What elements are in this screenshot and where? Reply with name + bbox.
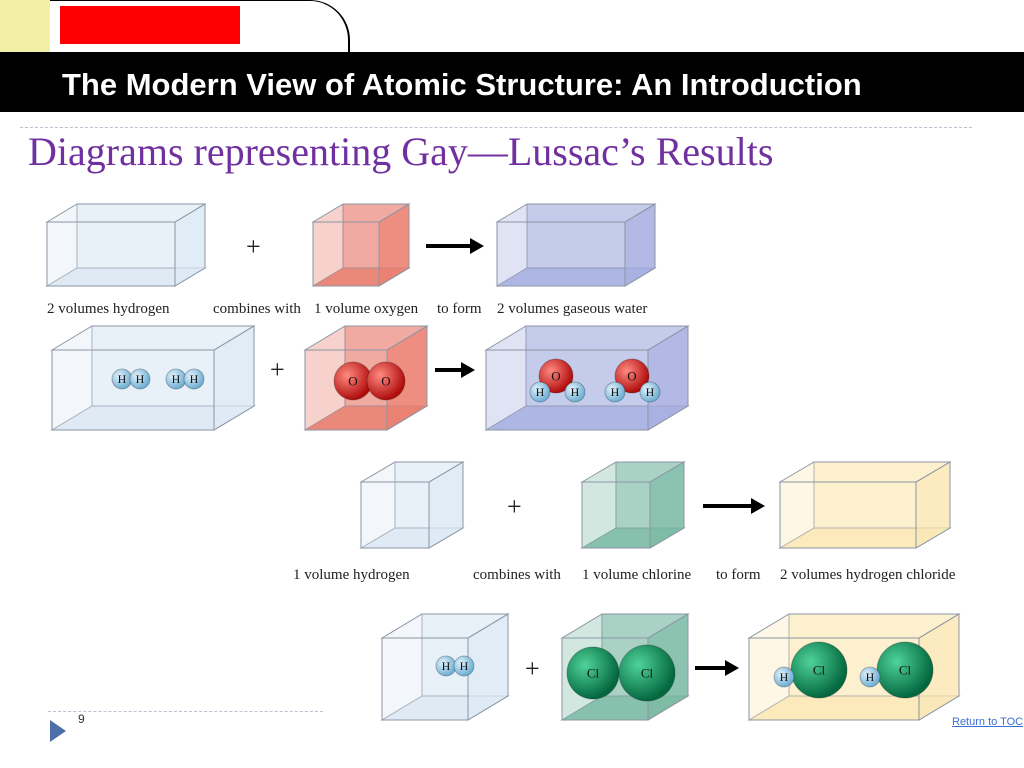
oxygen-atom: O bbox=[333, 361, 373, 401]
hydrogen-atom: H bbox=[129, 368, 151, 390]
water-box-large bbox=[484, 325, 690, 431]
label-2-volumes-hydrogen-chloride: 2 volumes hydrogen chloride bbox=[780, 567, 956, 583]
svg-text:H: H bbox=[571, 385, 580, 399]
label-1-volume-chlorine: 1 volume chlorine bbox=[582, 567, 692, 583]
label-to-form: to form bbox=[716, 567, 761, 583]
svg-text:Cl: Cl bbox=[641, 666, 654, 681]
chlorine-atom: Cl bbox=[566, 646, 620, 700]
chlorine-atom: Cl bbox=[876, 641, 934, 699]
hydrogen-atom: H bbox=[529, 381, 551, 403]
reaction-arrow bbox=[426, 238, 484, 254]
hydrogen-atom: H bbox=[773, 666, 795, 688]
label-2-volumes-hydrogen: 2 volumes hydrogen bbox=[47, 301, 170, 317]
label-1-volume-hydrogen: 1 volume hydrogen bbox=[293, 567, 410, 583]
page-number: 9 bbox=[78, 712, 85, 726]
oxygen-atom: O bbox=[538, 358, 574, 394]
header-red-block bbox=[60, 6, 240, 44]
svg-text:O: O bbox=[381, 374, 390, 389]
hydrogen-atom: H bbox=[859, 666, 881, 688]
footer-divider bbox=[48, 711, 323, 712]
hydrogen-atom: H bbox=[604, 381, 626, 403]
svg-text:H: H bbox=[172, 372, 181, 386]
svg-text:Cl: Cl bbox=[813, 663, 826, 678]
slide-subtitle: Diagrams representing Gay—Lussac’s Resul… bbox=[28, 129, 774, 174]
title-divider bbox=[20, 127, 972, 128]
svg-text:H: H bbox=[646, 385, 655, 399]
water-box-small bbox=[495, 203, 657, 287]
svg-text:Cl: Cl bbox=[899, 663, 912, 678]
oxygen-atom: O bbox=[614, 358, 650, 394]
chlorine-atom: Cl bbox=[618, 644, 676, 702]
label-combines-with: combines with bbox=[213, 301, 301, 317]
nav-play-icon[interactable] bbox=[50, 720, 66, 742]
hydrogen-atom: H bbox=[435, 655, 457, 677]
svg-text:H: H bbox=[780, 670, 789, 684]
hydrogen-atom: H bbox=[165, 368, 187, 390]
return-to-toc-link[interactable]: Return to TOC bbox=[952, 716, 1024, 728]
plus-sign: + bbox=[525, 654, 540, 683]
label-2-volumes-gaseous-water: 2 volumes gaseous water bbox=[497, 301, 648, 317]
chlorine-atom: Cl bbox=[790, 641, 848, 699]
hydrogen-box-small bbox=[45, 203, 207, 287]
plus-sign: + bbox=[246, 232, 261, 261]
hydrogen-atom: H bbox=[183, 368, 205, 390]
plus-sign: + bbox=[507, 492, 522, 521]
title-bar bbox=[0, 52, 1024, 112]
oxygen-box-small bbox=[311, 203, 411, 287]
svg-text:H: H bbox=[536, 385, 545, 399]
hydrogen-box-large bbox=[50, 325, 256, 431]
reaction-arrow bbox=[703, 498, 765, 514]
hydrogen-atom: H bbox=[453, 655, 475, 677]
svg-text:H: H bbox=[442, 659, 451, 673]
label-to-form: to form bbox=[437, 301, 482, 317]
svg-text:H: H bbox=[190, 372, 199, 386]
svg-text:O: O bbox=[627, 369, 636, 384]
reaction-arrow bbox=[435, 362, 475, 378]
oxygen-atom: O bbox=[366, 361, 406, 401]
hydrogen-atom: H bbox=[111, 368, 133, 390]
svg-text:H: H bbox=[611, 385, 620, 399]
hydrogen-box-large bbox=[380, 613, 510, 721]
svg-text:H: H bbox=[866, 670, 875, 684]
label-1-volume-oxygen: 1 volume oxygen bbox=[314, 301, 419, 317]
svg-text:O: O bbox=[551, 369, 560, 384]
svg-text:H: H bbox=[460, 659, 469, 673]
slide-title: The Modern View of Atomic Structure: An … bbox=[62, 67, 862, 102]
plus-sign: + bbox=[270, 355, 285, 384]
hydrogen-atom: H bbox=[564, 381, 586, 403]
svg-text:H: H bbox=[118, 372, 127, 386]
chlorine-box-small bbox=[580, 461, 686, 549]
svg-text:Cl: Cl bbox=[587, 666, 600, 681]
hcl-box-small bbox=[778, 461, 952, 549]
hydrogen-atom: H bbox=[639, 381, 661, 403]
svg-text:H: H bbox=[136, 372, 145, 386]
hydrogen-box-small bbox=[359, 461, 465, 549]
label-combines-with: combines with bbox=[473, 567, 561, 583]
reaction-arrow bbox=[695, 660, 739, 676]
svg-text:O: O bbox=[348, 374, 357, 389]
